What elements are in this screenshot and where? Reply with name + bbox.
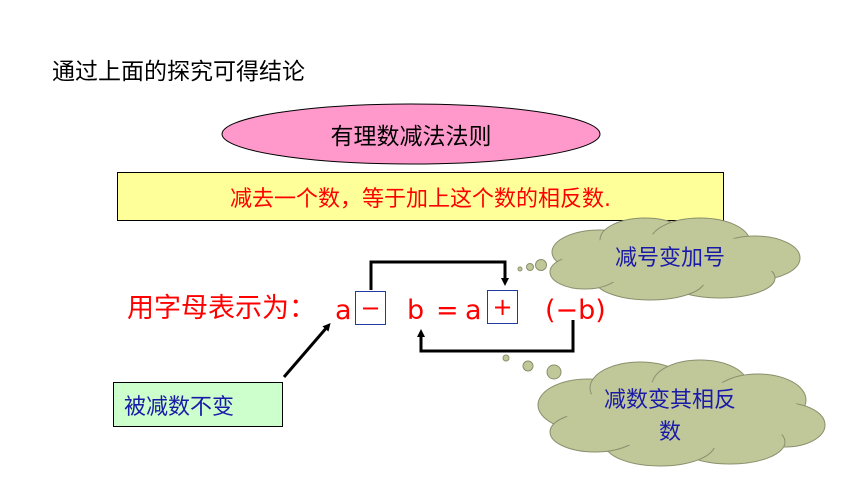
arrow-up-right-icon <box>282 322 331 378</box>
cloud-opposite-text: 减数变其相反数 <box>603 388 736 445</box>
formula-b: b <box>407 295 425 326</box>
cloud-sign-change-text: 减号变加号 <box>614 246 725 272</box>
rule-statement: 减去一个数，等于加上这个数的相反数. <box>230 186 611 212</box>
formula-a1: a <box>335 295 352 326</box>
rule-title: 有理数减法法则 <box>330 124 492 150</box>
formula-neg-b: (−b) <box>545 295 606 326</box>
formula-equals: = <box>436 295 459 326</box>
intro-text: 通过上面的探究可得结论 <box>52 59 305 85</box>
formula-prefix: 用字母表示为： <box>127 293 316 324</box>
rule-statement-box: 减去一个数，等于加上这个数的相反数. <box>117 172 724 221</box>
minus-op-box: − <box>355 291 386 325</box>
minuend-label-box: 被减数不变 <box>113 382 283 427</box>
connector-arrow-down-icon <box>369 260 509 290</box>
minus-op: − <box>360 294 381 322</box>
plus-op-box: + <box>487 290 518 324</box>
minuend-label: 被减数不变 <box>124 394 235 420</box>
plus-op: + <box>492 293 513 321</box>
formula-a2: a <box>465 295 482 326</box>
cloud-icon <box>502 217 826 467</box>
connector-arrow-up-icon <box>417 320 575 353</box>
